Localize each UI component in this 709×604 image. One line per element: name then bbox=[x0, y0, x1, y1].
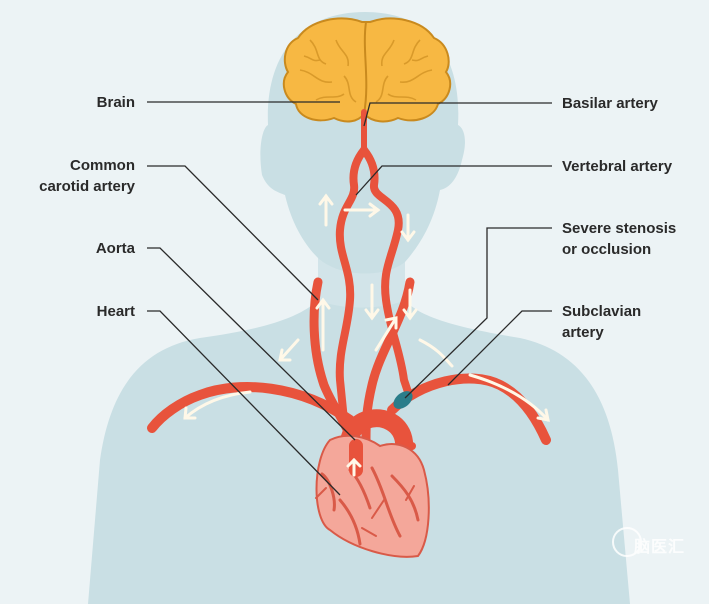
label-common-carotid-artery: Common carotid artery bbox=[39, 157, 135, 195]
leader-aorta bbox=[147, 247, 356, 441]
label-vertebral-artery: Vertebral artery bbox=[562, 158, 673, 175]
heart-illustration bbox=[315, 434, 430, 558]
leader-heart bbox=[147, 310, 341, 496]
watermark-logo: 脑医汇 bbox=[612, 525, 690, 565]
watermark-circle-icon bbox=[612, 527, 642, 557]
watermark-text: 脑医汇 bbox=[634, 537, 686, 556]
label-brain: Brain bbox=[96, 94, 135, 111]
label-heart: Heart bbox=[96, 303, 135, 320]
leader-subclavian bbox=[447, 310, 552, 386]
subclavian-left bbox=[147, 382, 355, 433]
leader-stenosis bbox=[404, 227, 552, 399]
arteries bbox=[147, 109, 551, 471]
flow-arrows bbox=[183, 193, 550, 477]
vertebral-artery-left bbox=[335, 146, 368, 424]
label-subclavian-artery: Subclavian artery bbox=[562, 303, 642, 341]
label-severe-stenosis: Severe stenosis or occlusion bbox=[562, 220, 677, 258]
body-silhouette bbox=[88, 12, 630, 604]
leader-vertebral bbox=[355, 165, 552, 196]
label-basilar-artery: Basilar artery bbox=[562, 95, 658, 112]
label-aorta: Aorta bbox=[95, 240, 135, 257]
brain-illustration bbox=[282, 17, 452, 123]
leader-basilar bbox=[363, 102, 552, 127]
leader-common-carotid bbox=[147, 165, 319, 301]
leader-lines bbox=[147, 101, 552, 496]
